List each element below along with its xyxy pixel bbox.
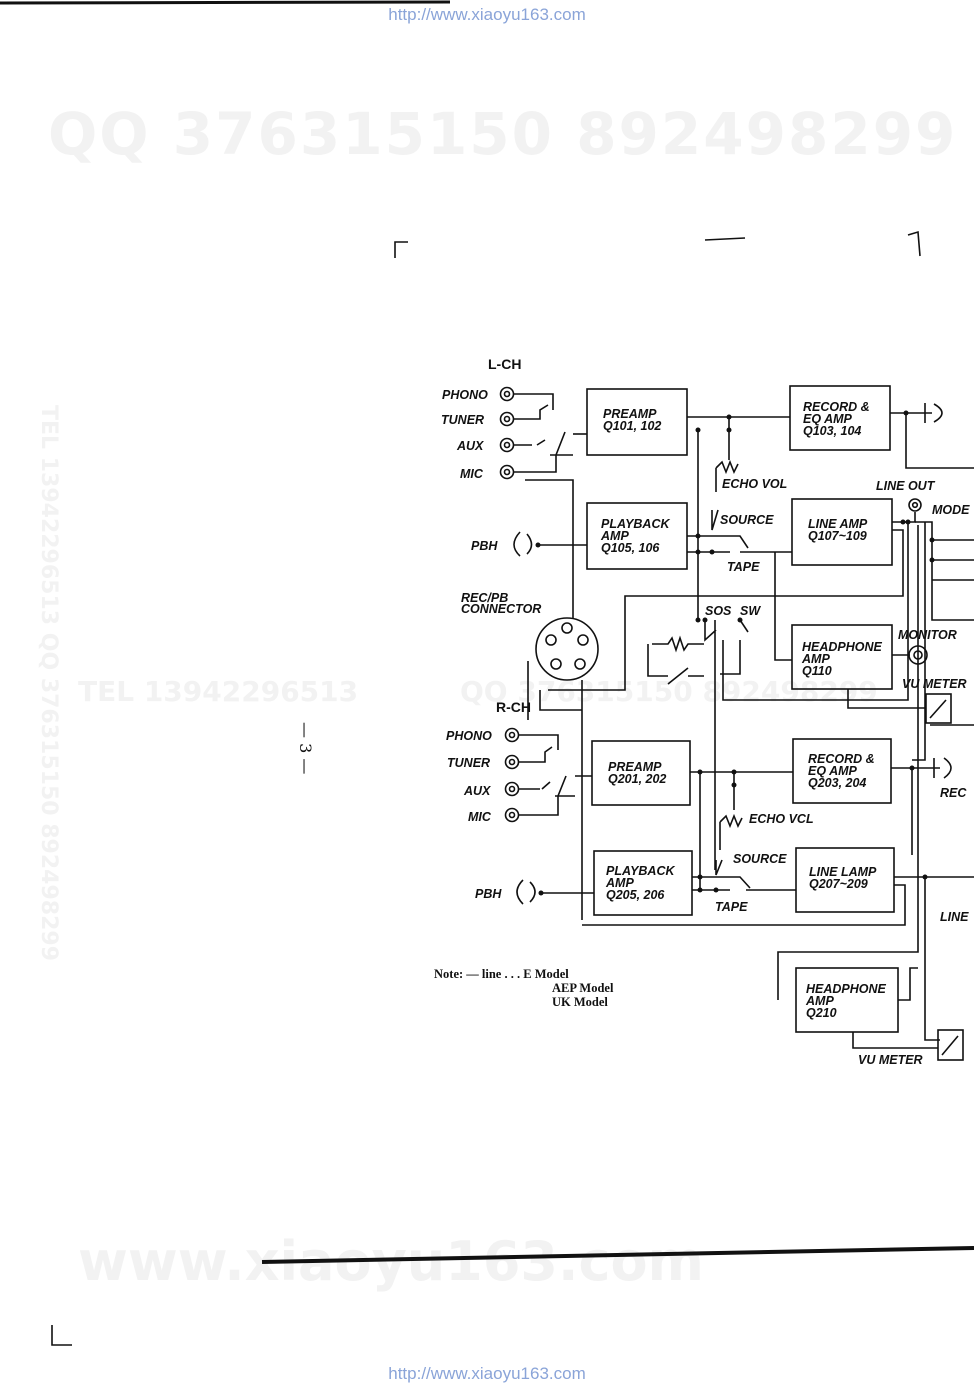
- lch-headphone-label: HEADPHONE: [802, 640, 883, 654]
- watermark-qq: QQ 376315150 892498299: [48, 100, 958, 168]
- lch-line-amp-transistors: Q107~109: [808, 529, 867, 543]
- lch-vu-meter-label: VU METER: [902, 677, 967, 691]
- rch-headphone-label: HEADPHONE: [806, 982, 887, 996]
- lch-preamp-label: PREAMP: [603, 407, 657, 421]
- rch-pbh: PBH: [475, 887, 502, 901]
- lch-monitor: MONITOR: [898, 628, 957, 642]
- rch-input-tuner: TUNER: [447, 756, 490, 770]
- rec-pb-connector-circle: [535, 617, 599, 681]
- watermark-www: www.xiaoyu163.com: [78, 1230, 704, 1293]
- lch-echo-vol: ECHO VOL: [722, 477, 787, 491]
- rch-headphone-transistor: Q210: [806, 1006, 837, 1020]
- rch-record-eq-box: [792, 738, 892, 804]
- note-model-uk: UK Model: [552, 995, 608, 1009]
- rch-playback-box: [593, 850, 693, 916]
- note-block: Note: — line . . . E Model AEP Model UK …: [434, 967, 613, 1009]
- lch-line-out-jack: [908, 498, 922, 512]
- lch-headphone-label-2: AMP: [801, 652, 830, 666]
- rch-rec: REC: [940, 786, 967, 800]
- lch-tape: TAPE: [727, 560, 760, 574]
- rch-input-jacks: [504, 727, 520, 823]
- page-number: — 3 —: [296, 722, 315, 775]
- rch-preamp-box: [591, 740, 691, 806]
- lch-line-out: LINE OUT: [876, 479, 936, 493]
- rch-tape: TAPE: [715, 900, 748, 914]
- sos-label: SOS: [705, 604, 732, 618]
- rch-echo-vol: ECHO VCL: [749, 812, 814, 826]
- note-line-text: — line . . . E Model: [466, 967, 569, 981]
- rec-pb-connector-label: REC/PB: [461, 591, 508, 605]
- lch-headphone-box: [791, 624, 893, 690]
- crop-mark-left: [394, 241, 408, 258]
- rch-headphone-label-2: AMP: [805, 994, 834, 1008]
- lch-record-eq-label: RECORD &: [803, 400, 870, 414]
- lch-source: SOURCE: [720, 513, 774, 527]
- lch-vu-meter: [925, 693, 952, 724]
- rch-preamp-label: PREAMP: [608, 760, 662, 774]
- lch-mode: MODE: [932, 503, 970, 517]
- rch-vu-meter-label: VU METER: [858, 1053, 923, 1067]
- rch-record-eq-transistors: Q203, 204: [808, 776, 866, 790]
- header-url[interactable]: http://www.xiaoyu163.com: [388, 5, 586, 24]
- lch-record-eq-label-2: EQ AMP: [803, 412, 853, 426]
- rch-line-amp-transistors: Q207~209: [809, 877, 868, 891]
- rch-record-eq-label-2: EQ AMP: [808, 764, 858, 778]
- rch-line-amp-label: LINE LAMP: [809, 865, 877, 879]
- watermark-vertical: TEL 13942296513 QQ 376315150 892498299: [36, 405, 61, 962]
- rch-input-mic: MIC: [468, 810, 492, 824]
- watermark-qq-middle: QQ 376315150 892498299: [460, 675, 878, 708]
- lch-record-eq-box: [789, 385, 891, 451]
- rec-pb-connector-label-2: CONNECTOR: [461, 602, 541, 616]
- sw-label: SW: [740, 604, 761, 618]
- rch-input-aux: AUX: [463, 784, 491, 798]
- lch-input-mic: MIC: [460, 467, 484, 481]
- lch-record-eq-transistors: Q103, 104: [803, 424, 861, 438]
- rch-title: R-CH: [496, 699, 531, 715]
- crop-mark-mid: [704, 237, 746, 241]
- rch-source: SOURCE: [733, 852, 787, 866]
- rch-vu-meter: [937, 1029, 964, 1061]
- lch-playback-transistors: Q105, 106: [601, 541, 660, 555]
- top-edge: [0, 0, 451, 5]
- rch-record-eq-label: RECORD &: [808, 752, 875, 766]
- rch-input-phono: PHONO: [446, 729, 492, 743]
- rch-line-amp-box: [795, 847, 895, 913]
- rch-playback-label: PLAYBACK: [606, 864, 675, 878]
- lch-preamp-box: [586, 388, 688, 456]
- note-label: Note:: [434, 967, 464, 981]
- lch-preamp-transistors: Q101, 102: [603, 419, 661, 433]
- lch-playback-label-2: AMP: [600, 529, 629, 543]
- lch-input-phono: PHONO: [442, 388, 488, 402]
- rch-line: LINE: [940, 910, 969, 924]
- footer-url[interactable]: http://www.xiaoyu163.com: [388, 1364, 586, 1383]
- lch-title: L-CH: [488, 356, 521, 372]
- lch-line-amp-box: [791, 498, 893, 566]
- lch-input-jacks: [499, 386, 515, 480]
- rch-playback-transistors: Q205, 206: [606, 888, 665, 902]
- crop-mark-bottom: [51, 1325, 72, 1346]
- watermark-tel: TEL 13942296513: [78, 675, 359, 708]
- rch-playback-label-2: AMP: [605, 876, 634, 890]
- junction-dots: [535, 410, 935, 896]
- note-models: AEP Model UK Model: [552, 981, 613, 1009]
- lch-line-amp-label: LINE AMP: [808, 517, 868, 531]
- bottom-edge: [261, 1246, 974, 1264]
- lch-input-aux: AUX: [456, 439, 484, 453]
- lch-playback-label: PLAYBACK: [601, 517, 670, 531]
- lch-input-tuner: TUNER: [441, 413, 484, 427]
- lch-pbh: PBH: [471, 539, 498, 553]
- crop-mark-right: [907, 230, 921, 257]
- lch-headphone-transistor: Q110: [802, 664, 832, 678]
- note-model-aep: AEP Model: [552, 981, 614, 995]
- rch-preamp-transistors: Q201, 202: [608, 772, 666, 786]
